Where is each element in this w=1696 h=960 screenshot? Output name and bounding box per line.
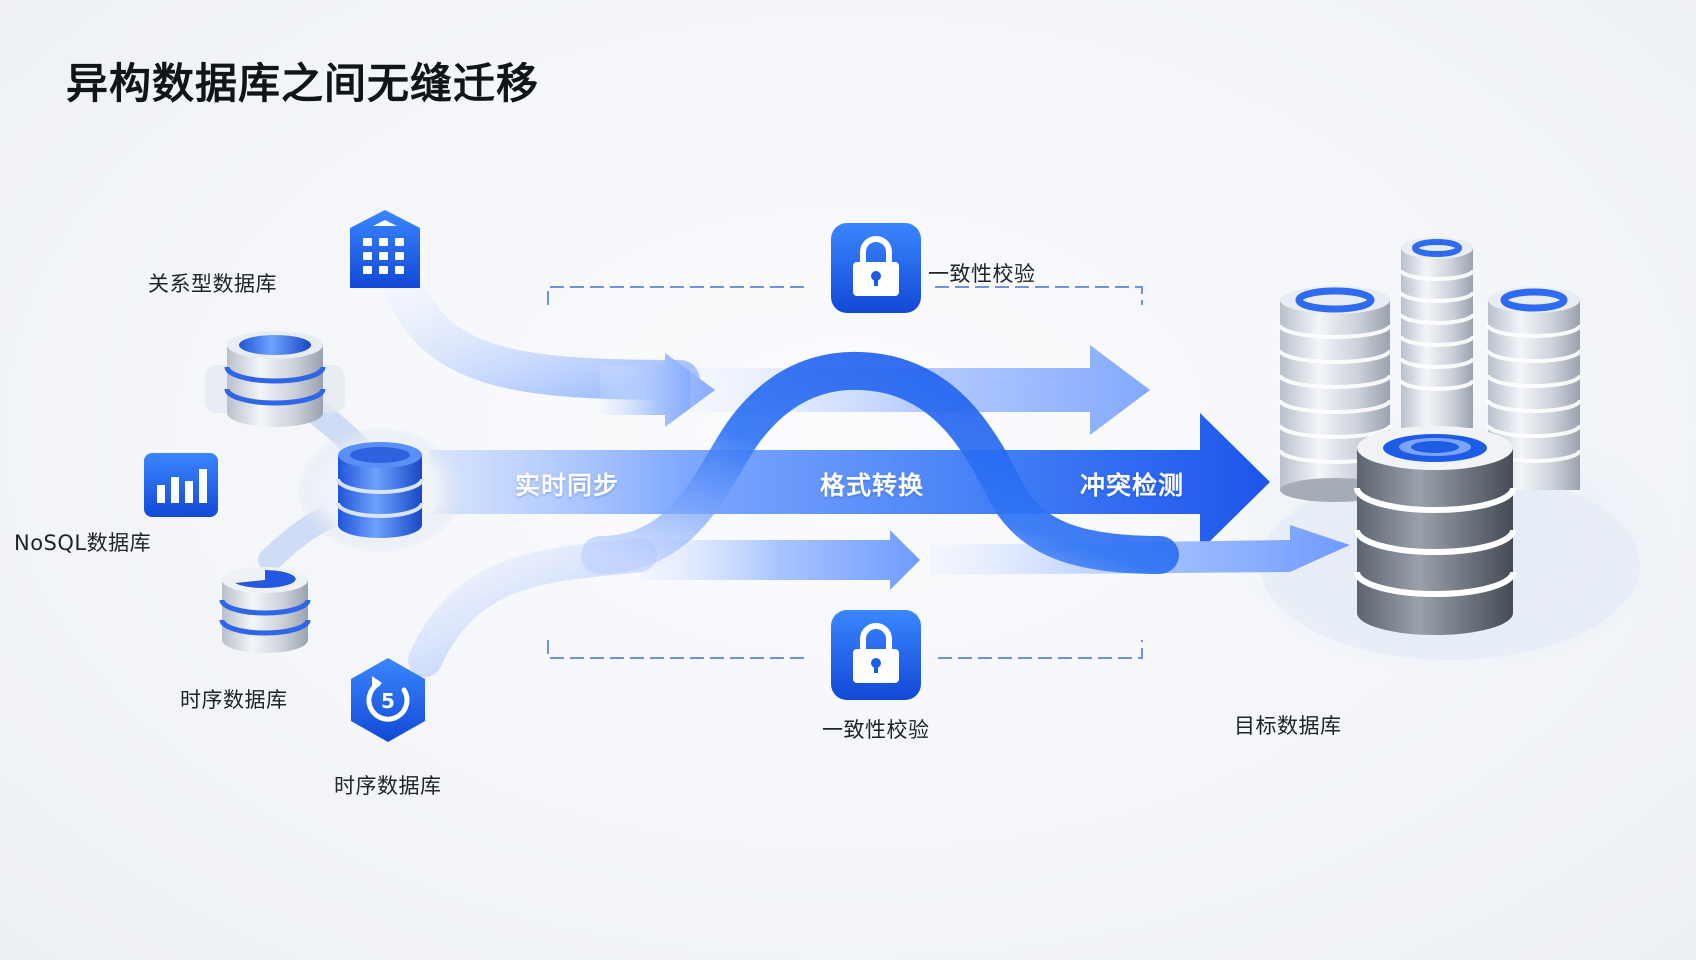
label-consistency-check-top: 一致性校验: [928, 262, 1036, 286]
label-relational-db: 关系型数据库: [148, 272, 277, 296]
database-icon-relational: [205, 331, 345, 427]
building-grid-icon: [350, 210, 420, 288]
label-conflict-detection: 冲突检测: [1080, 471, 1185, 500]
lock-icon-bottom: [831, 610, 921, 700]
page-title: 异构数据库之间无缝迁移: [66, 59, 540, 108]
database-icon-target: [1354, 426, 1516, 635]
upper-arrow-1: [600, 353, 715, 427]
label-format-conversion: 格式转换: [820, 471, 925, 500]
svg-text:5: 5: [381, 689, 395, 713]
server-stack-right: [1486, 287, 1582, 490]
label-consistency-check-bottom: 一致性校验: [822, 718, 930, 742]
label-target-db: 目标数据库: [1234, 714, 1342, 738]
lower-arrow-1: [640, 530, 920, 590]
label-timeseries-db-b: 时序数据库: [334, 774, 442, 798]
label-realtime-sync: 实时同步: [515, 471, 620, 500]
server-stack-middle: [1399, 237, 1475, 428]
conversion-arc: [581, 352, 1179, 574]
database-icon-timeseries: [219, 567, 311, 653]
bar-chart-icon: [144, 453, 218, 517]
database-icon-hub: [336, 442, 424, 538]
check-bracket-bottom: [547, 640, 1143, 659]
check-bracket-top: [547, 286, 1143, 305]
main-flow-band: [430, 413, 1270, 551]
refresh-icon: 5: [351, 658, 425, 742]
lock-icon-top: [831, 223, 921, 313]
label-timeseries-db-a: 时序数据库: [180, 688, 288, 712]
label-nosql-db: NoSQL数据库: [14, 531, 152, 555]
